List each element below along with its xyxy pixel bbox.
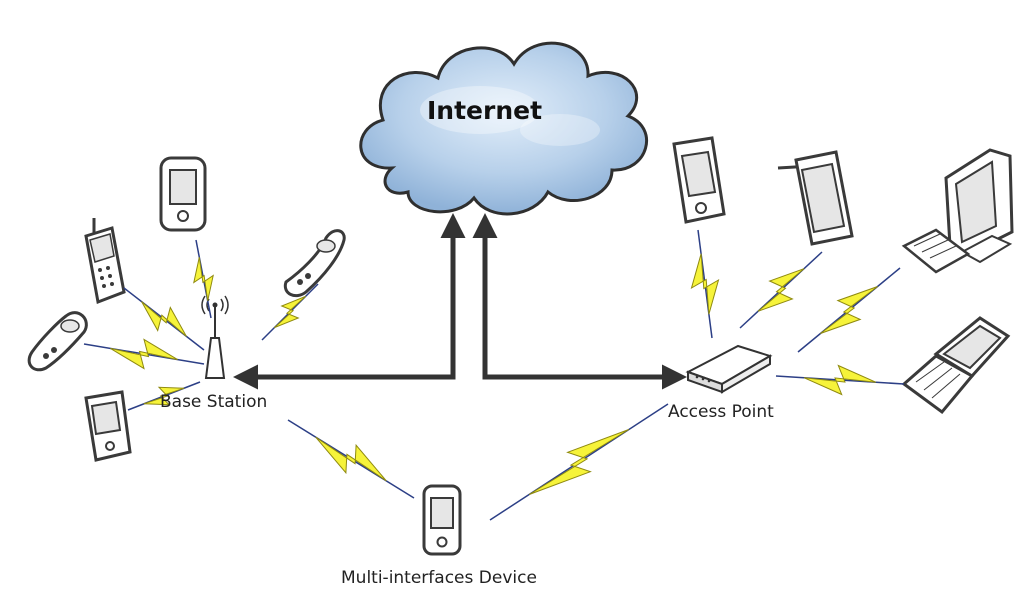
lightning-bolt-icon <box>193 257 214 301</box>
access-point-label: Access Point <box>668 402 774 422</box>
lightning-bolt-icon <box>143 386 185 406</box>
pda-icon <box>422 484 462 556</box>
internet-cloud <box>359 41 648 216</box>
lightning-bolt-icon <box>820 286 878 334</box>
desktop-computer-icon <box>901 148 1014 274</box>
pda-icon <box>159 156 207 232</box>
internet-label: Internet <box>427 96 543 125</box>
pda-icon <box>672 136 726 224</box>
laptop-icon <box>901 316 1011 415</box>
access-point-router <box>685 344 773 394</box>
flip-phone-icon <box>283 229 346 298</box>
cell-phone-icon <box>84 218 126 305</box>
multi-interfaces-device-label: Multi-interfaces Device <box>341 568 537 588</box>
pda-icon <box>84 390 132 462</box>
lightning-bolt-icon <box>315 436 387 482</box>
lightning-bolt-icon <box>690 253 720 315</box>
lightning-bolt-icon <box>110 338 178 370</box>
lightning-bolt-icon <box>803 364 877 396</box>
lightning-bolt-icon <box>757 268 805 312</box>
base-station-label: Base Station <box>160 392 268 412</box>
tablet-icon <box>777 150 854 246</box>
lightning-bolt-icon <box>273 295 307 329</box>
wireless-links <box>83 229 905 521</box>
base-station-antenna <box>201 295 229 379</box>
lightning-bolt-icon <box>141 301 187 337</box>
access-point-uplink <box>472 213 687 390</box>
flip-phone-icon <box>27 311 88 372</box>
base-station-uplink <box>233 213 466 390</box>
lightning-bolt-icon <box>528 429 630 495</box>
